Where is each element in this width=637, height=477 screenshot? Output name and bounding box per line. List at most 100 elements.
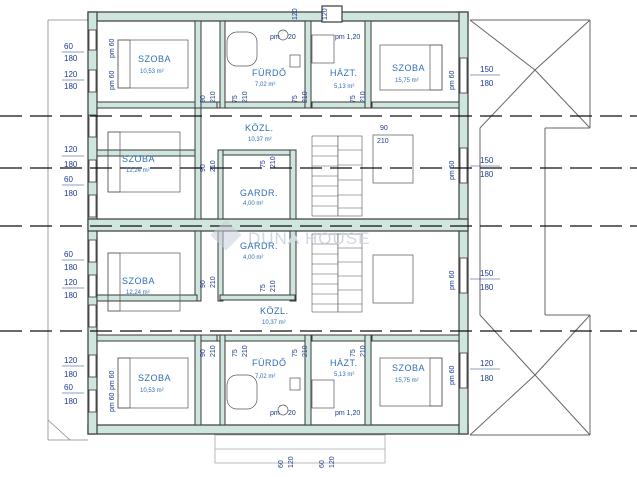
pm-label: pm 60 <box>109 370 116 390</box>
entrance-steps <box>214 434 386 464</box>
dim-label: 210 <box>302 345 309 357</box>
duna-house-logo-icon <box>210 219 242 251</box>
room-name: SZOBA <box>138 54 171 64</box>
dim-label: 120 <box>64 70 78 79</box>
dim-label: 120 <box>64 278 78 287</box>
room-labels: SZOBA 10,53 m² FÜRDŐ 7,02 m² HÁZT. 5,13 … <box>122 54 425 394</box>
dimension-lines-left <box>62 51 84 394</box>
dim-label: 180 <box>480 170 494 179</box>
pm-label: pm 60 <box>449 70 456 90</box>
dim-label: 180 <box>64 291 78 300</box>
room-name: SZOBA <box>122 154 155 164</box>
dim-label: 75 <box>292 95 299 103</box>
dim-label: 60 <box>64 250 73 259</box>
dim-label: 75 <box>350 95 357 103</box>
dim-label: 60 <box>278 460 285 468</box>
room-area: 4,00 m² <box>243 255 263 261</box>
room-name: GARDR. <box>240 241 278 251</box>
dim-label: 75 <box>232 349 239 357</box>
top-recess <box>321 5 343 23</box>
interior-walls <box>96 20 460 426</box>
dim-label: 90 <box>380 125 388 132</box>
dim-label: 90 <box>200 164 207 172</box>
dim-label: 210 <box>360 91 367 103</box>
room-name: SZOBA <box>138 373 171 383</box>
pm-label: pm 60 <box>109 38 116 58</box>
pm-labels: pm 60 pm 60 pm 60 pm 60 pm 60 pm 60 pm 6… <box>109 34 456 417</box>
roof-outline-right <box>469 19 591 436</box>
dim-label: 150 <box>480 269 494 278</box>
dim-label: 75 <box>260 284 267 292</box>
dim-label: 180 <box>64 263 78 272</box>
dim-label: 210 <box>210 276 217 288</box>
dim-label: 120 <box>64 145 78 154</box>
pm-label: pm 60 <box>109 392 116 412</box>
roof-outline-left <box>47 19 88 441</box>
door-dimensions: 90 210 75 210 75 210 75 210 90 210 90 21… <box>200 8 389 468</box>
dim-label: 20 <box>288 410 296 417</box>
dim-label: 150 <box>480 156 494 165</box>
room-name: KÖZL. <box>245 123 274 133</box>
pm-label: pm <box>270 410 280 417</box>
dim-label: 120 <box>64 356 78 365</box>
furniture <box>107 29 443 416</box>
dim-label: 75 <box>292 349 299 357</box>
pm-label: pm 60 <box>109 70 116 90</box>
dim-label: 180 <box>64 397 78 406</box>
room-area: 12,24 m² <box>126 168 150 174</box>
dimensions-left: 60 180 120 180 120 180 60 180 60 180 120… <box>64 42 78 406</box>
room-area: 15,75 m² <box>395 78 419 84</box>
room-area: 12,24 m² <box>126 290 150 296</box>
room-area: 5,13 m² <box>334 84 354 90</box>
room-area: 7,02 m² <box>255 82 275 88</box>
room-name: FÜRDŐ <box>252 358 287 368</box>
dim-label: 60 <box>64 42 73 51</box>
room-area: 10,53 m² <box>140 388 164 394</box>
dim-label: 120 <box>322 8 329 20</box>
dim-label: 210 <box>210 91 217 103</box>
dim-label: 210 <box>360 345 367 357</box>
room-name: SZOBA <box>392 63 425 73</box>
dim-label: 180 <box>480 283 494 292</box>
room-area: 15,75 m² <box>395 378 419 384</box>
dimensions-right: 150 180 150 180 150 180 120 180 <box>480 65 494 383</box>
room-name: HÁZT. <box>330 68 358 78</box>
dim-label: 75 <box>260 160 267 168</box>
room-name: SZOBA <box>392 363 425 373</box>
pm-label: pm 60 <box>449 365 456 385</box>
pm-label: pm 60 <box>449 160 456 180</box>
dim-label: 210 <box>242 345 249 357</box>
dim-label: 20 <box>288 34 296 41</box>
dim-label: 180 <box>480 79 494 88</box>
room-area: 4,00 m² <box>243 201 263 207</box>
dim-label: 75 <box>350 349 357 357</box>
room-name: FÜRDŐ <box>252 68 287 78</box>
dim-label: 180 <box>64 54 78 63</box>
room-area: 10,53 m² <box>140 69 164 75</box>
dim-label: 210 <box>270 280 277 292</box>
dim-label: 120 <box>480 359 494 368</box>
dim-label: 90 <box>200 349 207 357</box>
dim-label: 120 <box>288 456 295 468</box>
outer-walls <box>87 11 469 435</box>
dim-label: 180 <box>64 370 78 379</box>
room-area: 10,37 m² <box>262 320 286 326</box>
dim-label: 90 <box>200 95 207 103</box>
dim-label: 210 <box>302 91 309 103</box>
dim-label: 180 <box>64 82 78 91</box>
room-name: SZOBA <box>122 276 155 286</box>
pm-label: pm <box>270 34 280 41</box>
dim-label: 180 <box>480 374 494 383</box>
room-area: 7,02 m² <box>255 374 275 380</box>
dim-label: 60 <box>64 175 73 184</box>
room-name: HÁZT. <box>330 358 358 368</box>
pm-label: pm 1,20 <box>335 410 360 417</box>
dim-label: 210 <box>270 156 277 168</box>
dim-label: 180 <box>64 160 78 169</box>
dim-label: 180 <box>64 189 78 198</box>
pm-label: pm 60 <box>449 270 456 290</box>
watermark: DUNA HOUSE <box>210 219 369 251</box>
dimension-lines-right <box>470 74 500 370</box>
room-name: GARDR. <box>240 188 278 198</box>
